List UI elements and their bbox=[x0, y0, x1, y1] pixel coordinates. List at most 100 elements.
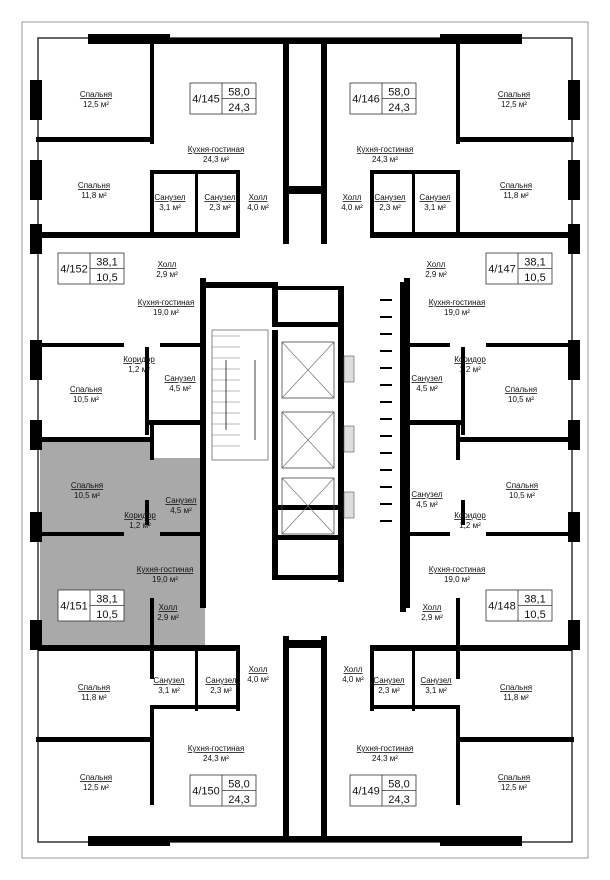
stairs bbox=[211, 329, 269, 461]
core-wall bbox=[272, 282, 278, 322]
unit-living-area: 24,3 bbox=[388, 102, 409, 114]
wall bbox=[405, 343, 450, 347]
wall bbox=[195, 651, 198, 711]
wall bbox=[36, 137, 154, 142]
wall bbox=[412, 174, 415, 234]
unit-total-area: 58,0 bbox=[228, 779, 249, 791]
unit-number: 4/147 bbox=[488, 264, 516, 276]
wall bbox=[145, 347, 149, 435]
wall bbox=[160, 532, 205, 536]
wall bbox=[460, 437, 572, 442]
core-wall bbox=[272, 322, 342, 327]
wall bbox=[38, 532, 124, 536]
wall bbox=[440, 34, 522, 44]
wall bbox=[150, 705, 154, 805]
wall bbox=[405, 532, 450, 536]
wall bbox=[456, 425, 460, 460]
wall bbox=[440, 836, 522, 846]
wall bbox=[236, 172, 240, 238]
wall bbox=[145, 420, 205, 425]
wall bbox=[170, 836, 305, 842]
core-wall bbox=[206, 282, 278, 288]
wall bbox=[461, 347, 465, 435]
wall bbox=[370, 645, 374, 711]
wall bbox=[88, 836, 170, 846]
unit-total-area: 58,0 bbox=[228, 87, 249, 99]
wall bbox=[568, 340, 580, 380]
wall bbox=[568, 620, 580, 650]
wall bbox=[30, 620, 42, 650]
wall bbox=[30, 420, 42, 450]
core-wall bbox=[400, 282, 406, 612]
wall bbox=[283, 640, 327, 648]
wall bbox=[30, 512, 42, 542]
wall bbox=[36, 737, 154, 742]
core-wall bbox=[272, 575, 342, 580]
unit-boxes: 4/14558,024,34/14658,024,34/15238,110,54… bbox=[57, 82, 553, 807]
unit-total-area: 38,1 bbox=[524, 594, 545, 606]
elevator-shaft bbox=[281, 411, 355, 469]
wall bbox=[456, 737, 574, 742]
wall bbox=[486, 532, 572, 536]
wall bbox=[456, 137, 574, 142]
wall bbox=[160, 343, 205, 347]
wall bbox=[38, 343, 124, 347]
unit-info-box[interactable]: 4/147 38,1 10,5 bbox=[485, 252, 553, 285]
unit-number: 4/146 bbox=[352, 94, 380, 106]
wall bbox=[236, 645, 240, 711]
wall bbox=[404, 278, 410, 608]
wall bbox=[30, 224, 42, 254]
unit-number: 4/151 bbox=[60, 601, 88, 613]
wall bbox=[568, 80, 580, 120]
unit-number: 4/149 bbox=[352, 786, 380, 798]
wall bbox=[372, 645, 572, 651]
elevator-shaft bbox=[281, 477, 355, 535]
wall bbox=[321, 636, 327, 836]
wall bbox=[36, 232, 236, 238]
wall bbox=[30, 340, 42, 380]
unit-total-area: 38,1 bbox=[524, 257, 545, 269]
unit-living-area: 24,3 bbox=[228, 102, 249, 114]
wall bbox=[150, 705, 240, 709]
wall bbox=[370, 705, 460, 709]
unit-living-area: 10,5 bbox=[524, 272, 545, 284]
wall bbox=[38, 437, 150, 442]
balcony-outline bbox=[21, 21, 589, 859]
unit-living-area: 24,3 bbox=[388, 794, 409, 806]
wall bbox=[305, 38, 440, 44]
